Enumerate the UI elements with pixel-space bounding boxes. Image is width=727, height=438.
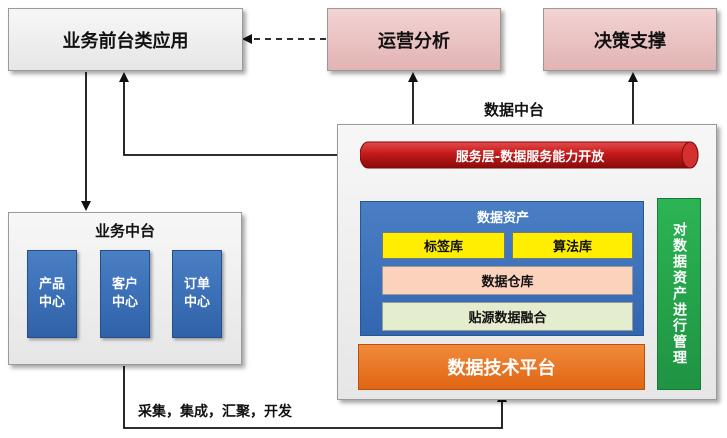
- source-fusion-box: 贴源数据融合: [382, 302, 633, 331]
- product-center-card: 产品中心: [27, 250, 77, 338]
- source-fusion-label: 贴源数据融合: [468, 311, 547, 326]
- algorithm-library-label: 算法库: [552, 240, 592, 255]
- service-layer-label: 服务层-数据服务能力开放: [455, 149, 605, 165]
- decision-support-label: 决策支撑: [594, 30, 666, 52]
- order-center-card: 订单中心: [172, 250, 222, 338]
- algorithm-library-box: 算法库: [512, 232, 633, 259]
- data-warehouse-box: 数据仓库: [382, 266, 633, 295]
- front-app-box: 业务前台类应用: [8, 8, 243, 71]
- asset-management-box: 对数据资产进行管理: [657, 198, 701, 390]
- product-center-label: 产品中心: [38, 277, 65, 310]
- service-layer-pipe: 服务层-数据服务能力开放: [360, 141, 700, 169]
- data-warehouse-label: 数据仓库: [481, 275, 534, 290]
- tech-platform-label: 数据技术平台: [447, 358, 556, 379]
- customer-center-card: 客户中心: [100, 250, 150, 338]
- tech-platform-box: 数据技术平台: [358, 344, 645, 390]
- arrow-business-to-tech: [123, 366, 507, 429]
- customer-center-label: 客户中心: [111, 277, 138, 310]
- front-app-label: 业务前台类应用: [62, 30, 189, 52]
- business-center-title: 业务中台: [94, 221, 155, 240]
- asset-management-label: 对数据资产进行管理: [671, 222, 687, 366]
- data-assets-label: 数据资产: [476, 210, 529, 226]
- tag-library-label: 标签库: [423, 240, 463, 255]
- order-center-label: 订单中心: [183, 277, 210, 310]
- tag-library-box: 标签库: [382, 232, 505, 259]
- arrow-pipe-to-front: [119, 72, 362, 156]
- decision-support-box: 决策支撑: [543, 8, 717, 71]
- pipe-shape: [360, 141, 699, 169]
- ops-analysis-box: 运营分析: [327, 8, 501, 71]
- collect-label: 采集，集成，汇聚，开发: [138, 404, 292, 420]
- data-center-title: 数据中台: [484, 101, 545, 119]
- ops-analysis-label: 运营分析: [378, 30, 450, 52]
